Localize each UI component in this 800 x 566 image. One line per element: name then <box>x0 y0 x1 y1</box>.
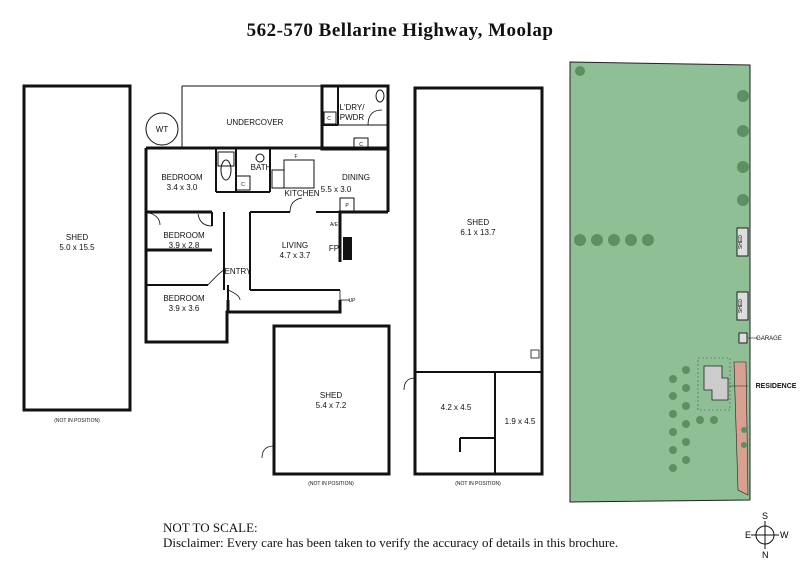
page-title: 562-570 Bellarine Highway, Moolap <box>246 20 554 41</box>
left-shed: SHED 5.0 x 15.5 (NOT IN POSITION) <box>22 84 132 424</box>
middle-shed-size: 5.4 x 7.2 <box>316 401 347 410</box>
not-to-scale: NOT TO SCALE: <box>163 520 258 535</box>
cupboard-2-label: C <box>359 142 363 148</box>
site-shed-2-label: SHED <box>738 299 744 313</box>
left-shed-note: (NOT IN POSITION) <box>54 418 100 424</box>
big-shed-size: 6.1 x 13.7 <box>460 228 496 237</box>
site-plan: SHED SHED GARAGE RESIDENCE <box>569 61 797 503</box>
middle-shed-label: SHED <box>320 391 342 400</box>
left-shed-size: 5.0 x 15.5 <box>59 243 95 252</box>
compass-w: W <box>780 530 789 540</box>
middle-shed-note: (NOT IN POSITION) <box>308 481 354 487</box>
up-label: UP <box>349 298 357 304</box>
left-shed-label: SHED <box>66 233 88 242</box>
water-tank-icon <box>145 112 179 146</box>
pantry-label: P <box>345 203 349 209</box>
big-shed: SHED 6.1 x 13.7 4.2 x 4.5 1.9 x 4.5 (NOT… <box>403 86 544 487</box>
compass-n: N <box>762 550 769 560</box>
kitchen-label: KITCHEN <box>284 189 319 198</box>
compass-s: S <box>762 511 768 521</box>
bedroom-2-label: BEDROOM <box>163 231 205 240</box>
disclaimer: Disclaimer: Every care has been taken to… <box>163 535 619 550</box>
bedroom-2-size: 3.9 x 2.8 <box>169 241 200 250</box>
laundry-label: L'DRY/ <box>340 103 366 112</box>
big-shed-sub2: 1.9 x 4.5 <box>505 417 536 426</box>
powder-label: PWDR <box>340 113 365 122</box>
fridge-label: F <box>294 154 297 160</box>
bedroom-1-label: BEDROOM <box>161 173 203 182</box>
living-label: LIVING <box>282 241 308 250</box>
dining-label: DINING <box>342 173 370 182</box>
big-shed-note: (NOT IN POSITION) <box>455 481 501 487</box>
middle-shed: SHED 5.4 x 7.2 (NOT IN POSITION) <box>261 324 391 487</box>
cupboard-1-label: C <box>327 116 331 122</box>
bedroom-3-label: BEDROOM <box>163 294 205 303</box>
compass-icon: S E W N <box>745 511 789 560</box>
ae-label: A/E <box>330 222 339 228</box>
entry-label: ENTRY <box>225 267 253 276</box>
living-size: 4.7 x 3.7 <box>280 251 311 260</box>
water-tank-label: WT <box>156 125 169 134</box>
bath-label: BATH <box>251 163 272 172</box>
bedroom-3-size: 3.9 x 3.6 <box>169 304 200 313</box>
undercover-label: UNDERCOVER <box>227 118 284 127</box>
garage-label: GARAGE <box>756 336 782 342</box>
big-shed-sub1: 4.2 x 4.5 <box>441 403 472 412</box>
tree-icons <box>574 66 749 472</box>
compass-e: E <box>745 530 751 540</box>
bedroom-1-size: 3.4 x 3.0 <box>167 183 198 192</box>
house-plan <box>144 84 390 344</box>
residence-label: RESIDENCE <box>756 383 797 390</box>
dining-size: 5.5 x 3.0 <box>321 185 352 194</box>
big-shed-label: SHED <box>467 218 489 227</box>
fireplace-label: FP <box>329 244 339 253</box>
site-shed-1-label: SHED <box>738 235 744 249</box>
cupboard-3-label: C <box>241 182 245 188</box>
